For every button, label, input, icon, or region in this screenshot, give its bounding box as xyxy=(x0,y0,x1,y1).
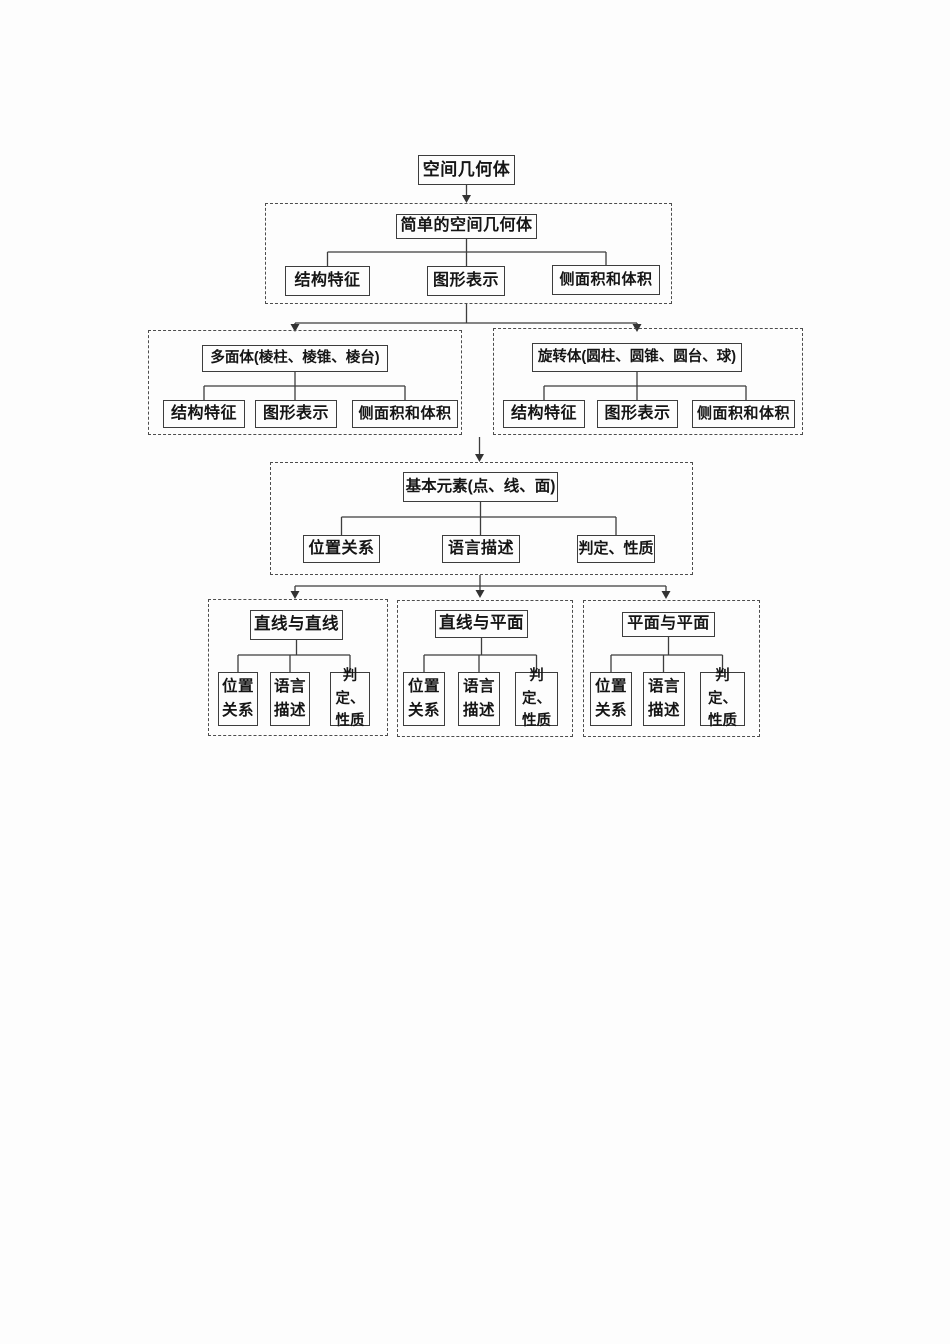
group-basic-elements xyxy=(270,462,693,575)
node-polyhedron-child-representation: 图形表示 xyxy=(255,400,337,428)
node-revolution-child-area-volume: 侧面积和体积 xyxy=(692,400,795,428)
node-line-line-child-judgment: 判定、 性质 xyxy=(330,668,370,729)
group-polyhedron xyxy=(148,330,462,435)
node-line-plane-child-language: 语言 描述 xyxy=(458,672,500,726)
node-simple-child-area-volume: 侧面积和体积 xyxy=(552,265,660,295)
node-simple-child-structure: 结构特征 xyxy=(285,266,370,296)
node-simple-title: 简单的空间几何体 xyxy=(396,214,537,239)
node-line-plane-child-judgment: 判定、 性质 xyxy=(515,668,558,729)
node-line-line-title: 直线与直线 xyxy=(250,610,343,640)
node-elements-title: 基本元素(点、线、面) xyxy=(403,472,558,502)
node-root: 空间几何体 xyxy=(418,155,515,185)
node-plane-plane-title: 平面与平面 xyxy=(622,612,715,637)
node-line-line-child-language: 语言 描述 xyxy=(270,672,310,726)
node-polyhedron-child-structure: 结构特征 xyxy=(163,400,245,428)
node-elements-child-position: 位置关系 xyxy=(303,535,380,563)
node-revolution-child-structure: 结构特征 xyxy=(503,400,585,428)
arrowhead xyxy=(475,590,485,598)
arrowhead xyxy=(475,454,484,462)
group-revolution xyxy=(493,328,803,435)
arrowhead xyxy=(462,195,471,203)
node-line-plane-child-position: 位置 关系 xyxy=(403,672,445,726)
node-plane-plane-child-position: 位置 关系 xyxy=(590,672,632,726)
node-polyhedron-title: 多面体(棱柱、棱锥、棱台) xyxy=(202,345,388,372)
connector-simple-to-solids xyxy=(294,304,638,326)
node-line-plane-title: 直线与平面 xyxy=(435,610,528,638)
node-line-line-child-position: 位置 关系 xyxy=(218,672,258,726)
node-plane-plane-child-judgment: 判定、 性质 xyxy=(700,668,745,729)
group-simple-geometry xyxy=(265,203,672,304)
group-line-line xyxy=(208,599,388,736)
group-line-plane xyxy=(397,600,573,737)
node-simple-child-representation: 图形表示 xyxy=(427,266,505,296)
node-plane-plane-child-language: 语言 描述 xyxy=(643,672,685,726)
node-elements-child-judgment: 判定、性质 xyxy=(577,535,655,563)
group-plane-plane xyxy=(583,600,760,737)
node-elements-child-language: 语言描述 xyxy=(442,535,520,563)
arrowhead xyxy=(290,591,300,599)
connector-elements-to-relations xyxy=(294,575,667,592)
node-revolution-child-representation: 图形表示 xyxy=(597,400,678,428)
node-revolution-title: 旋转体(圆柱、圆锥、圆台、球) xyxy=(532,343,742,372)
arrowhead xyxy=(661,591,671,599)
node-polyhedron-child-area-volume: 侧面积和体积 xyxy=(352,400,458,428)
